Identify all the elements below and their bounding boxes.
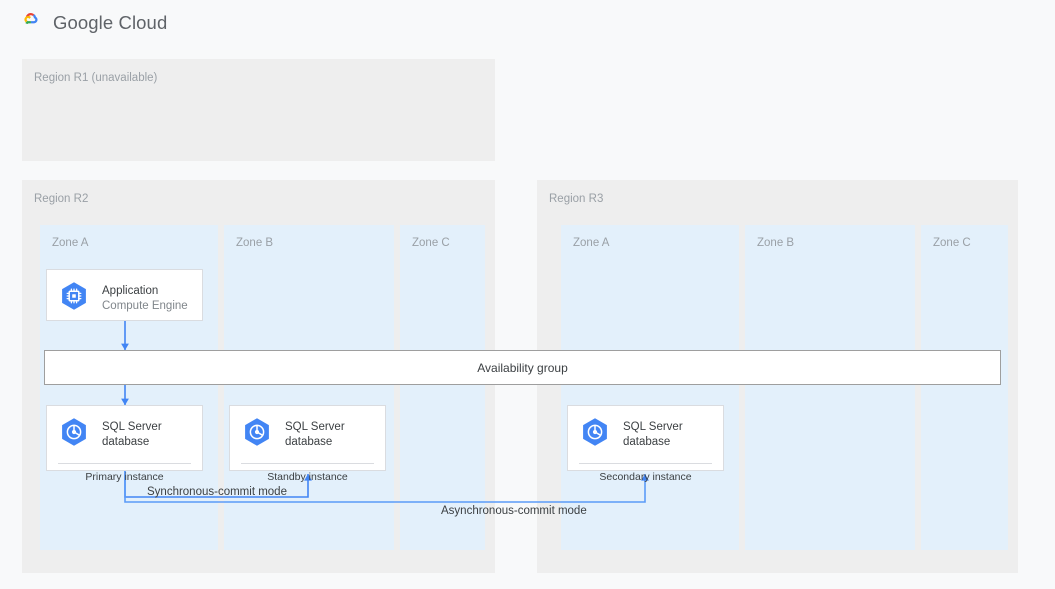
card-db-primary-text: SQL Server database: [102, 420, 162, 448]
card-application[interactable]: Application Compute Engine: [46, 269, 203, 321]
zone-r3-c-label: Zone C: [933, 237, 971, 249]
card-application-title: Application: [102, 285, 159, 298]
zone-r3-c: Zone C: [921, 225, 1008, 550]
card-application-text: Application Compute Engine: [102, 284, 188, 312]
card-db-secondary-title: SQL Server database: [623, 421, 683, 448]
availability-group-bar[interactable]: Availability group: [44, 350, 1001, 385]
card-db-standby-title: SQL Server database: [285, 421, 345, 448]
google-cloud-wordmark: Google Cloud: [53, 12, 168, 33]
connector-label-asynchronous-commit: Asynchronous-commit mode: [441, 505, 587, 517]
compute-engine-icon: [57, 279, 91, 318]
zone-r2-b-label: Zone B: [236, 237, 274, 249]
zone-r3-b: Zone B: [745, 225, 915, 550]
zone-r3-a-label: Zone A: [573, 237, 610, 249]
region-r3-label: Region R3: [549, 193, 604, 205]
card-db-primary[interactable]: SQL Server database Primary instance: [46, 405, 203, 483]
card-db-standby-content: SQL Server database: [230, 406, 385, 463]
zone-r3-b-label: Zone B: [757, 237, 795, 249]
card-db-secondary-footer: Secondary instance: [599, 471, 692, 483]
card-db-secondary-content: SQL Server database: [568, 406, 723, 463]
card-db-primary-divider: [58, 463, 191, 464]
card-db-primary-title: SQL Server database: [102, 421, 162, 448]
region-r1: Region R1 (unavailable): [22, 59, 495, 161]
zone-r2-b: Zone B: [224, 225, 394, 550]
sql-server-database-icon: [240, 415, 274, 454]
google-cloud-logo-icon: [14, 6, 44, 41]
page-header: Google Cloud: [0, 0, 1055, 46]
card-db-secondary-divider: [579, 463, 712, 464]
zone-r2-c-label: Zone C: [412, 237, 450, 249]
region-r2-label: Region R2: [34, 193, 89, 205]
card-db-standby-text: SQL Server database: [285, 420, 345, 448]
sql-server-database-icon: [57, 415, 91, 454]
zone-r2-c: Zone C: [400, 225, 485, 550]
availability-group-label: Availability group: [477, 360, 568, 375]
card-application-content: Application Compute Engine: [47, 270, 202, 327]
card-db-secondary-text: SQL Server database: [623, 420, 683, 448]
card-db-primary-content: SQL Server database: [47, 406, 202, 463]
card-db-secondary[interactable]: SQL Server database Secondary instance: [567, 405, 724, 483]
zone-r2-a-label: Zone A: [52, 237, 89, 249]
region-r1-label: Region R1 (unavailable): [34, 72, 158, 84]
card-db-standby-divider: [241, 463, 374, 464]
sql-server-database-icon: [578, 415, 612, 454]
connector-label-synchronous-commit: Synchronous-commit mode: [147, 486, 287, 498]
card-db-standby[interactable]: SQL Server database Standby instance: [229, 405, 386, 483]
card-application-subtitle: Compute Engine: [102, 299, 188, 312]
zone-r3-a: Zone A: [561, 225, 739, 550]
